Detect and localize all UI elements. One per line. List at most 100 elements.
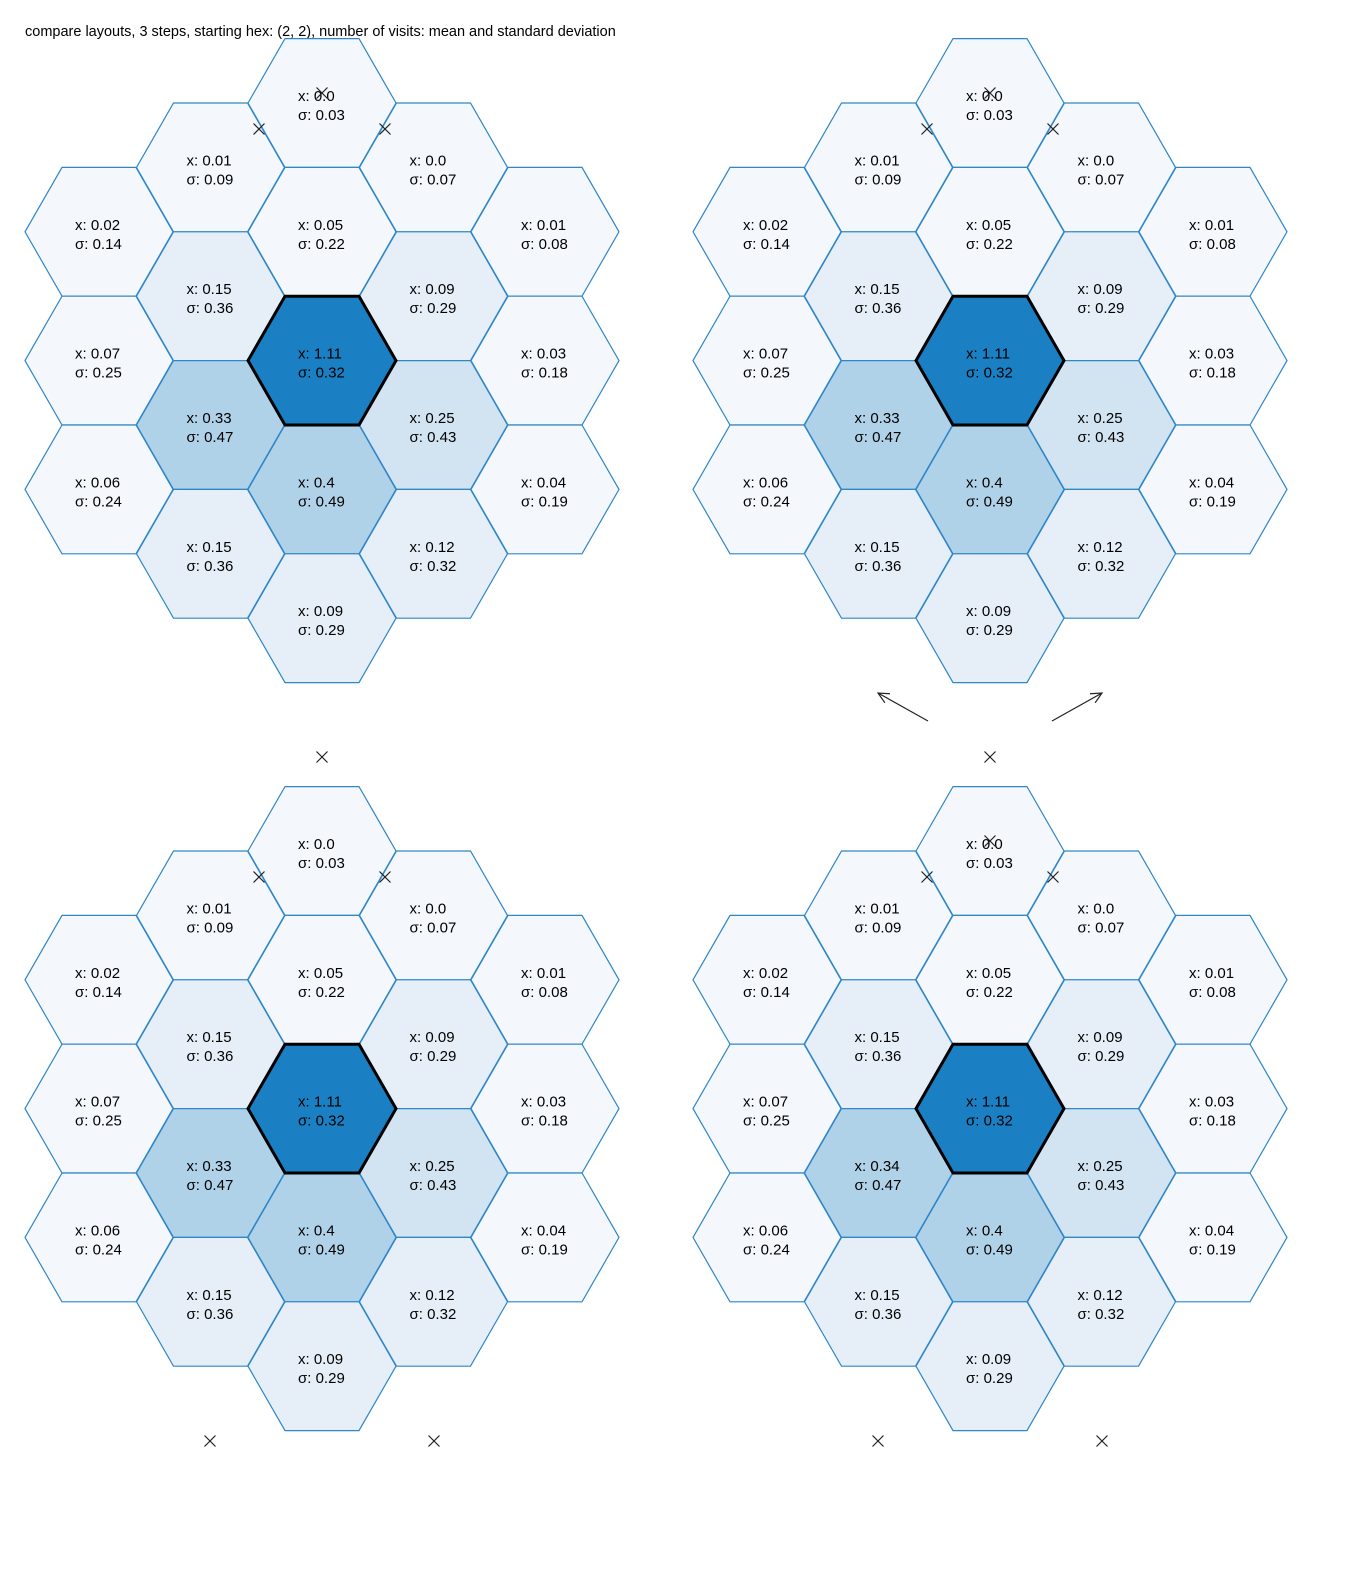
hex-mean-value: 0.01 (870, 152, 899, 169)
hex-cell: x: 0.01σ: 0.09 (135, 850, 286, 981)
hex-std-label: σ: 0.47 (855, 429, 902, 446)
hex-std-label: σ: 0.43 (410, 1177, 457, 1194)
hex-std-value: 0.03 (316, 107, 345, 124)
hex-shape (246, 294, 398, 427)
hex-mean-value: 0.04 (1205, 474, 1234, 491)
hex-cell: x: 0.04σ: 0.19 (1138, 1172, 1288, 1303)
blocked-edge-x-icon (204, 1435, 216, 1447)
hex-std-label: σ: 0.08 (521, 236, 568, 253)
hex-mean-label: x: 0.04 (521, 474, 566, 491)
hex-std-label: σ: 0.03 (966, 107, 1013, 124)
hex-mean-value: 0.09 (425, 1029, 454, 1046)
hex-cell: x: 0.09σ: 0.29 (247, 553, 397, 684)
hex-mean-value: 0.07 (759, 1094, 788, 1111)
hex-std-label: σ: 0.14 (75, 984, 122, 1001)
hex-mean-value: 0.25 (425, 1158, 454, 1175)
hex-mean-label: x: 0.33 (855, 410, 900, 427)
hex-mean-label: x: 0.05 (298, 217, 343, 234)
hex-std-value: 0.47 (204, 429, 233, 446)
hex-cell: x: 0.12σ: 0.32 (1026, 488, 1177, 619)
hex-std-value: 0.22 (984, 236, 1013, 253)
hex-std-label: σ: 0.32 (410, 558, 457, 575)
hex-std-value: 0.24 (93, 1241, 122, 1258)
blocked-edge-x-icon (1047, 123, 1059, 135)
hex-std-value: 0.22 (316, 984, 345, 1001)
hex-std-value: 0.32 (427, 1306, 456, 1323)
hex-std-value: 0.36 (204, 1306, 233, 1323)
hex-mean-value: 0.01 (202, 152, 231, 169)
wrap-arrow-icon (876, 692, 929, 722)
hex-mean-value: 0.05 (982, 217, 1011, 234)
hex-mean-value: 1.11 (314, 1094, 342, 1111)
hex-std-label: σ: 0.18 (1189, 1113, 1236, 1130)
hex-cell: x: 0.12σ: 0.32 (358, 1236, 509, 1367)
hex-cell: x: 0.4σ: 0.49 (915, 424, 1065, 555)
hex-std-value: 0.22 (984, 984, 1013, 1001)
hex-std-value: 0.43 (427, 1177, 456, 1194)
hex-mean-label: x: 0.09 (1078, 281, 1123, 298)
hex-std-value: 0.49 (984, 493, 1013, 510)
hex-cell: x: 0.05σ: 0.22 (915, 166, 1065, 297)
hex-mean-value: 0.02 (91, 217, 120, 234)
hex-mean-label: x: 0.07 (743, 346, 788, 363)
hex-std-label: σ: 0.29 (966, 622, 1013, 639)
hex-cell: x: 0.01σ: 0.08 (470, 914, 620, 1045)
hex-std-value: 0.24 (93, 493, 122, 510)
blocked-edge-x-icon (316, 87, 328, 99)
hex-mean-label: x: 0.07 (75, 1094, 120, 1111)
hex-mean-value: 0.25 (1093, 1158, 1122, 1175)
hex-mean-value: 0.07 (91, 346, 120, 363)
hex-mean-label: x: 0.0 (966, 836, 1003, 853)
hex-cell: x: 0.04σ: 0.19 (1138, 424, 1288, 555)
hex-mean-label: x: 0.15 (187, 1287, 232, 1304)
hex-cell: x: 0.0σ: 0.07 (1026, 850, 1177, 981)
page-title: compare layouts, 3 steps, starting hex: … (25, 24, 616, 40)
hex-std-value: 0.07 (1095, 919, 1124, 936)
hex-std-value: 0.47 (872, 1177, 901, 1194)
hex-mean-label: x: 0.09 (298, 1351, 343, 1368)
hex-std-value: 0.19 (1207, 1241, 1236, 1258)
hex-cell: x: 0.4 σ: 0.49 (247, 424, 397, 555)
hex-std-label: σ: 0.32 (298, 1113, 345, 1130)
hex-std-label: σ: 0.32 (1078, 1306, 1125, 1323)
hex-mean-value: 0.0 (982, 836, 1003, 853)
hex-cell: x: 0.12σ: 0.32 (1026, 1236, 1177, 1367)
hex-mean-label: x: 0.09 (410, 281, 455, 298)
hex-std-label: σ: 0.22 (966, 236, 1013, 253)
hex-std-label: σ: 0.09 (187, 171, 234, 188)
hex-mean-label: x: 0.15 (855, 1029, 900, 1046)
hex-cell: x: 0.02σ: 0.14 (692, 914, 842, 1045)
hex-mean-value: 0.01 (870, 900, 899, 917)
hex-cell: x: 0.01σ: 0.08 (470, 166, 620, 297)
hex-mean-value: 0.4 (314, 474, 335, 491)
hex-std-label: σ: 0.49 (298, 493, 345, 510)
hex-std-value: 0.29 (316, 1370, 345, 1387)
hex-std-value: 0.19 (1207, 493, 1236, 510)
hex-std-label: σ: 0.22 (966, 984, 1013, 1001)
hex-mean-value: 0.25 (425, 410, 454, 427)
hex-mean-label: x: 0.02 (743, 965, 788, 982)
hex-std-value: 0.08 (539, 984, 568, 1001)
hex-mean-label: x: 0.0 (298, 88, 335, 105)
start-hex-cell: x: 1.11σ: 0.32 (914, 294, 1066, 427)
hex-shape (1138, 1172, 1288, 1303)
hex-mean-label: x: 0.03 (521, 346, 566, 363)
hex-std-label: σ: 0.03 (298, 855, 345, 872)
hex-mean-value: 0.04 (1205, 1222, 1234, 1239)
hex-std-value: 0.25 (93, 365, 122, 382)
hex-mean-label: x: 0.4 (298, 474, 335, 491)
hex-mean-label: x: 0.06 (75, 1222, 120, 1239)
hex-std-value: 0.25 (761, 365, 790, 382)
hex-mean-value: 0.15 (202, 1029, 231, 1046)
hex-mean-label: x: 0.01 (1189, 217, 1234, 234)
hex-std-value: 0.32 (427, 558, 456, 575)
layout-panel: layout 3x: 0.02σ: 0.14x: 0.07σ: 0.25x: 0… (24, 785, 620, 1447)
hex-std-value: 0.09 (872, 919, 901, 936)
hex-std-value: 0.29 (1095, 1048, 1124, 1065)
hex-std-label: σ: 0.03 (298, 107, 345, 124)
hex-cell: x: 0.15σ: 0.36 (803, 979, 954, 1110)
hex-mean-label: x: 0.12 (1078, 539, 1123, 556)
hex-std-value: 0.09 (872, 171, 901, 188)
wrap-arrow-icon (1051, 692, 1104, 722)
hex-mean-label: x: 0.01 (855, 152, 900, 169)
